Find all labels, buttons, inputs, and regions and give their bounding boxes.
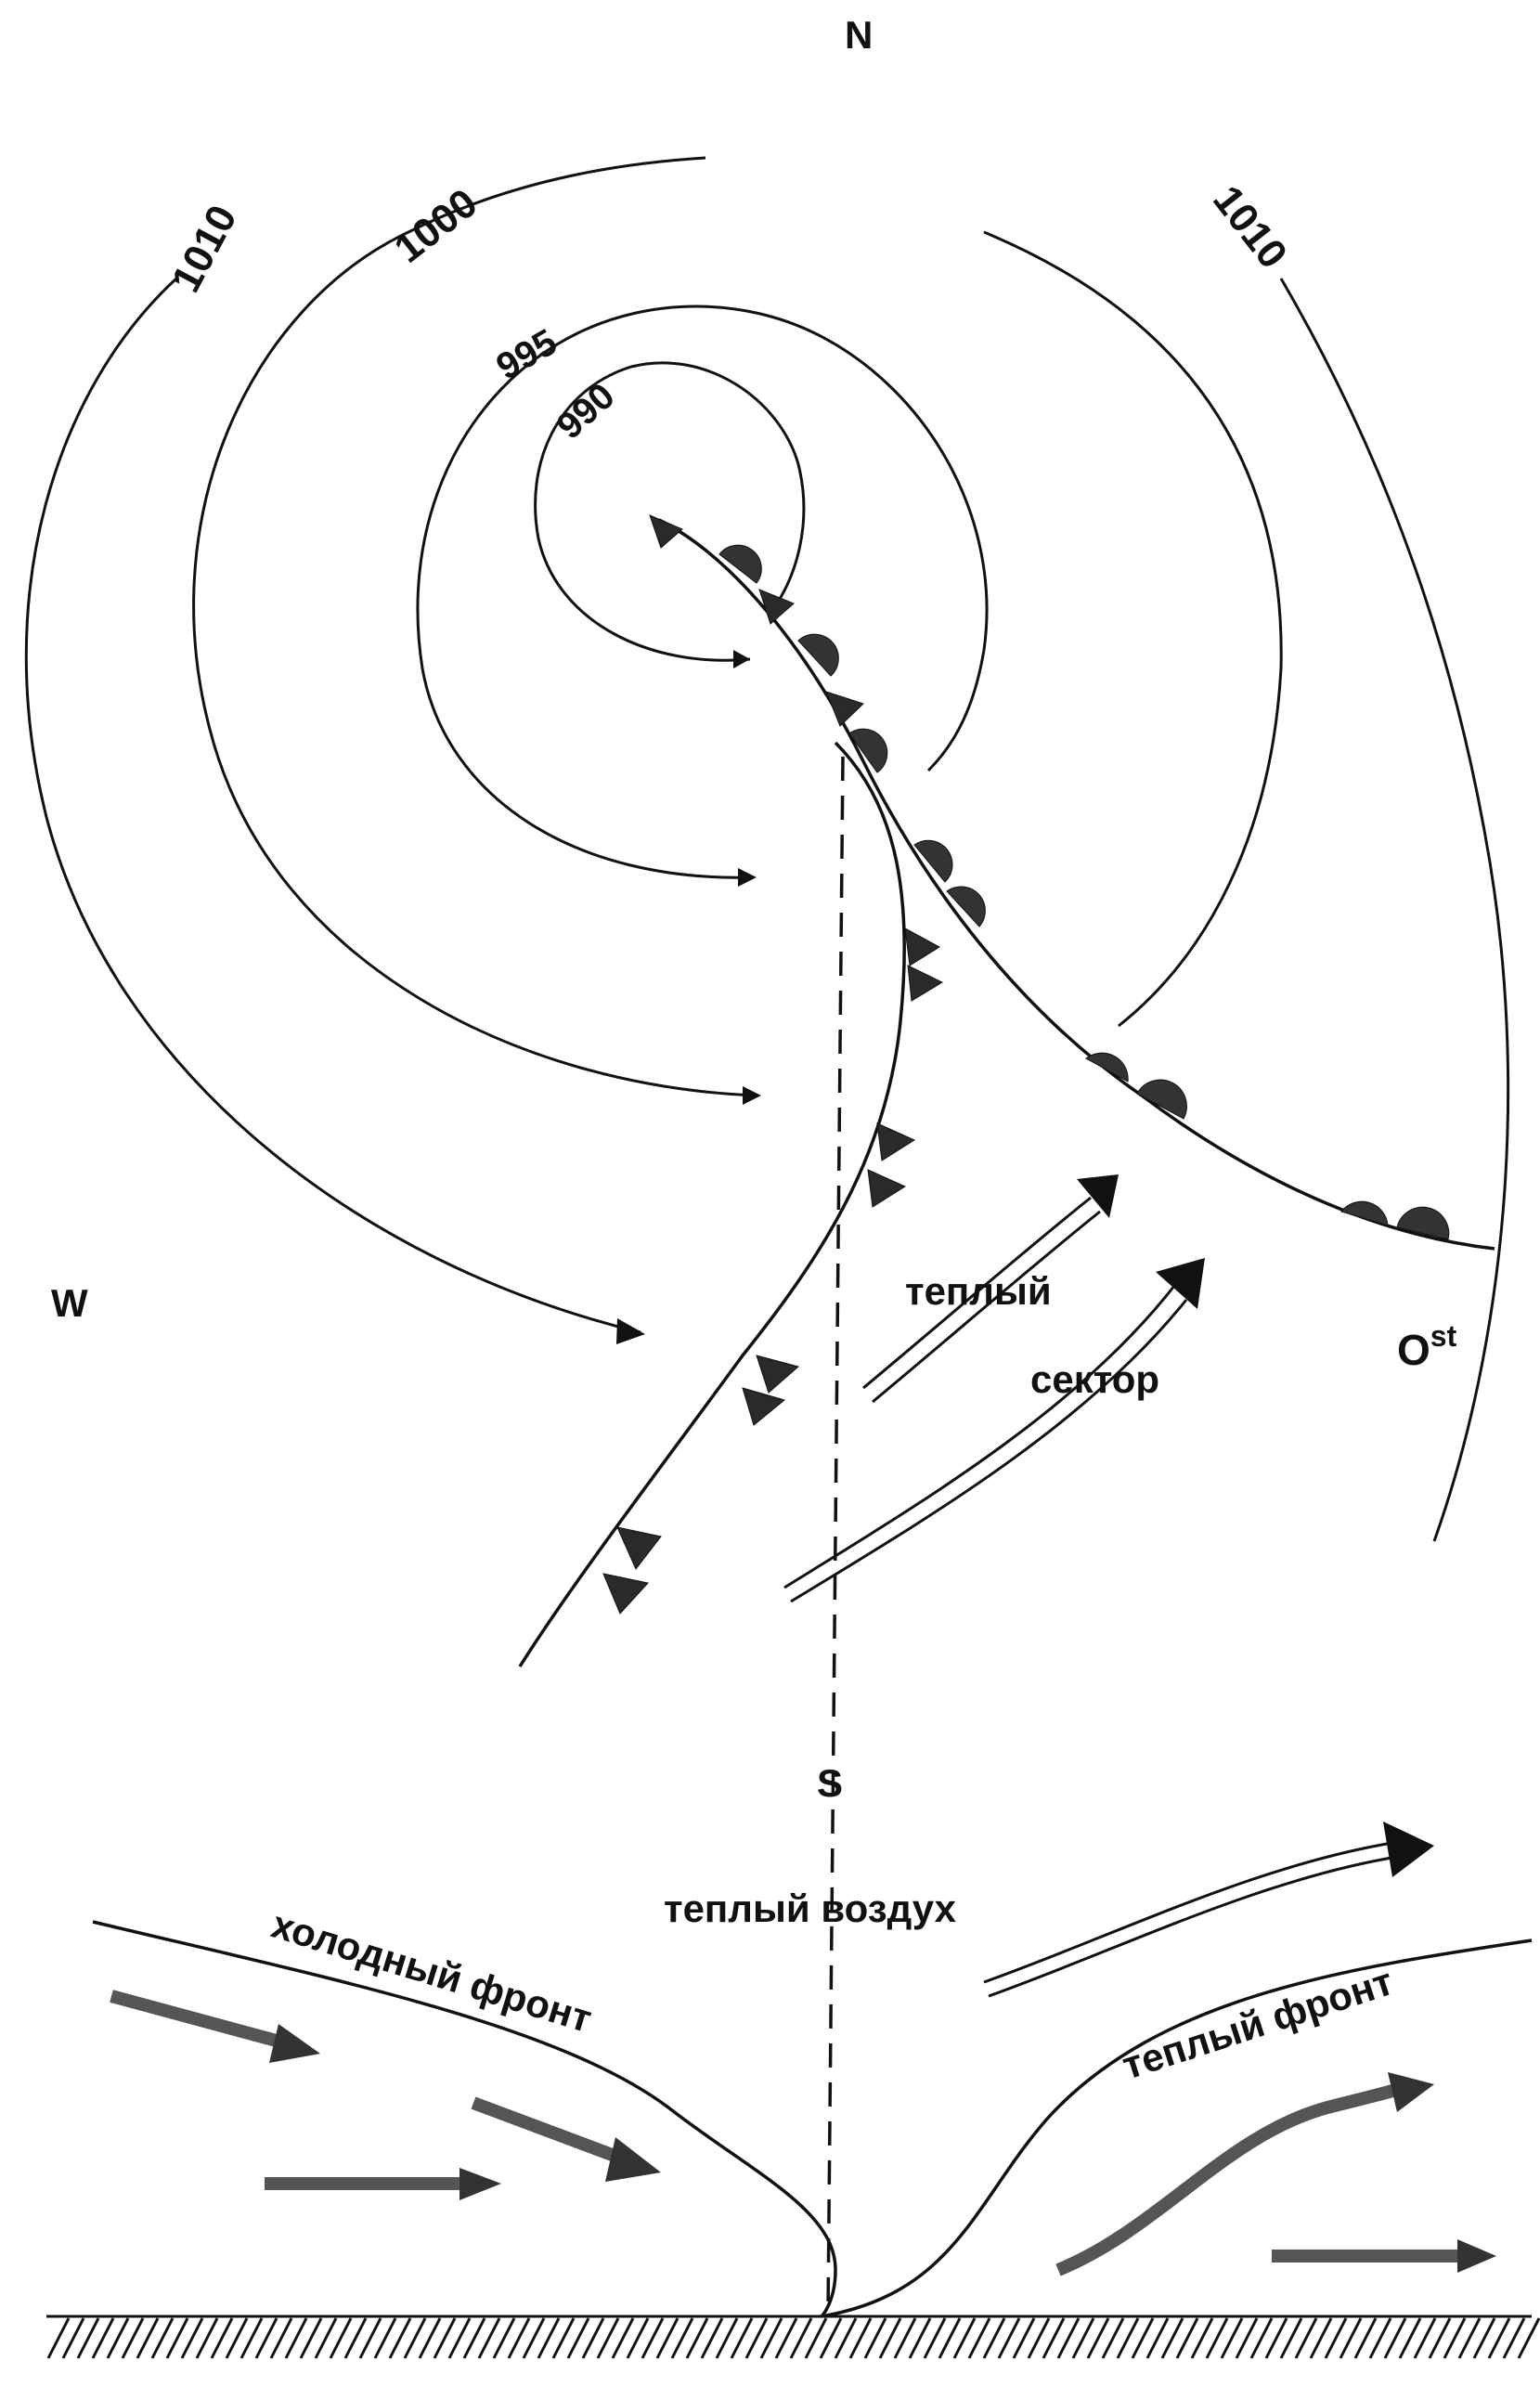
isobar-label-1000: 1000 (386, 180, 485, 272)
south-label: S (817, 1761, 843, 1805)
section-line (826, 756, 845, 2313)
isobar-1000 (192, 156, 757, 1097)
warm-sector-arrow-lower (783, 1258, 1205, 1603)
isobar-label-1010-left: 1010 (163, 198, 246, 299)
ground (46, 2315, 1540, 2359)
isobar-1010-left (24, 277, 641, 1334)
east-label: Ost (1397, 1319, 1457, 1374)
cold-air-arrows (110, 1990, 661, 2200)
warm-sector-arrow-upper (862, 1174, 1119, 1404)
warm-front-label: теплый фронт (1117, 1959, 1398, 2087)
warm-air-label: теплый воздух (664, 1887, 957, 1930)
warm-front-map (658, 518, 1495, 1251)
warm-sector-label-1: теплый (905, 1269, 1052, 1313)
isobar-right-inner (983, 230, 1283, 1028)
warm-air-arrows (1055, 2072, 1496, 2276)
isobar-arrow-990 (733, 650, 750, 668)
isobar-990 (534, 361, 806, 662)
cold-front-triangles (602, 514, 944, 1614)
isobar-label-995: 995 (490, 321, 564, 387)
cold-front-section (92, 1920, 837, 2318)
warm-air-double-arrow (983, 1822, 1434, 1998)
isobars (24, 156, 1510, 1542)
north-label: N (845, 13, 873, 57)
cold-front-map (518, 741, 906, 1667)
isobar-arrow-1010 (616, 1318, 645, 1344)
isobar-arrow-1000 (743, 1086, 761, 1105)
isobar-995 (416, 305, 989, 879)
warm-front-section (821, 1939, 1533, 2318)
isobar-arrow-995 (738, 868, 757, 887)
cold-front-label: холодный фронт (266, 1902, 597, 2041)
isobar-1010-right (1279, 278, 1510, 1542)
warm-sector-label-2: сектор (1030, 1357, 1159, 1401)
warm-front-semicircles (718, 544, 1450, 1240)
isobar-label-1010-right: 1010 (1204, 177, 1296, 277)
west-label: W (51, 1281, 88, 1325)
isobar-label-990: 990 (550, 375, 623, 447)
